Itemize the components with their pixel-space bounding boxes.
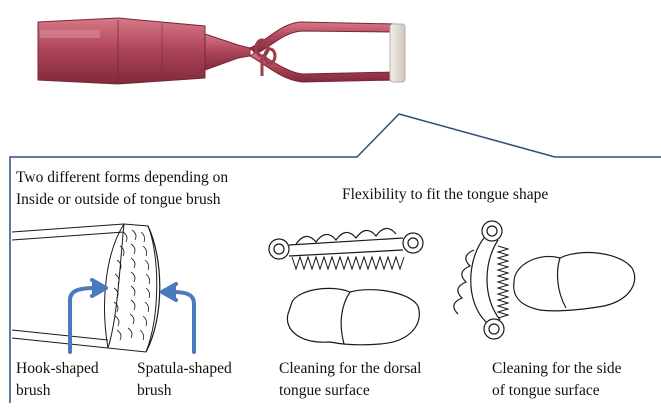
side-cleaning-illustration — [454, 221, 635, 339]
device-handle-highlight — [40, 30, 100, 38]
spatula-label-line-2: brush — [137, 381, 171, 400]
dorsal-cleaning-illustration — [269, 228, 423, 344]
hook-label-line-1: Hook-shaped — [16, 359, 99, 378]
header-line-2: Inside or outside of tongue brush — [16, 190, 220, 209]
device-lower-arm — [250, 52, 396, 82]
hook-arrow — [70, 280, 106, 352]
side-label-line-1: Cleaning for the side — [492, 359, 622, 378]
device-neck — [205, 34, 250, 70]
device-handle — [38, 18, 205, 84]
side-label-line-2: of tongue surface — [492, 381, 600, 400]
header-line-1: Two different forms depending on — [16, 168, 228, 187]
hook-label-line-2: brush — [16, 381, 50, 400]
spatula-label-line-1: Spatula-shaped — [137, 359, 232, 378]
dorsal-label-line-1: Cleaning for the dorsal — [279, 359, 421, 378]
flexibility-text: Flexibility to fit the tongue shape — [342, 185, 548, 204]
dorsal-label-line-2: tongue surface — [279, 381, 370, 400]
device-brush-tip — [390, 24, 405, 82]
spatula-arrow — [162, 284, 194, 352]
tongue-cleaner-device — [38, 18, 405, 84]
